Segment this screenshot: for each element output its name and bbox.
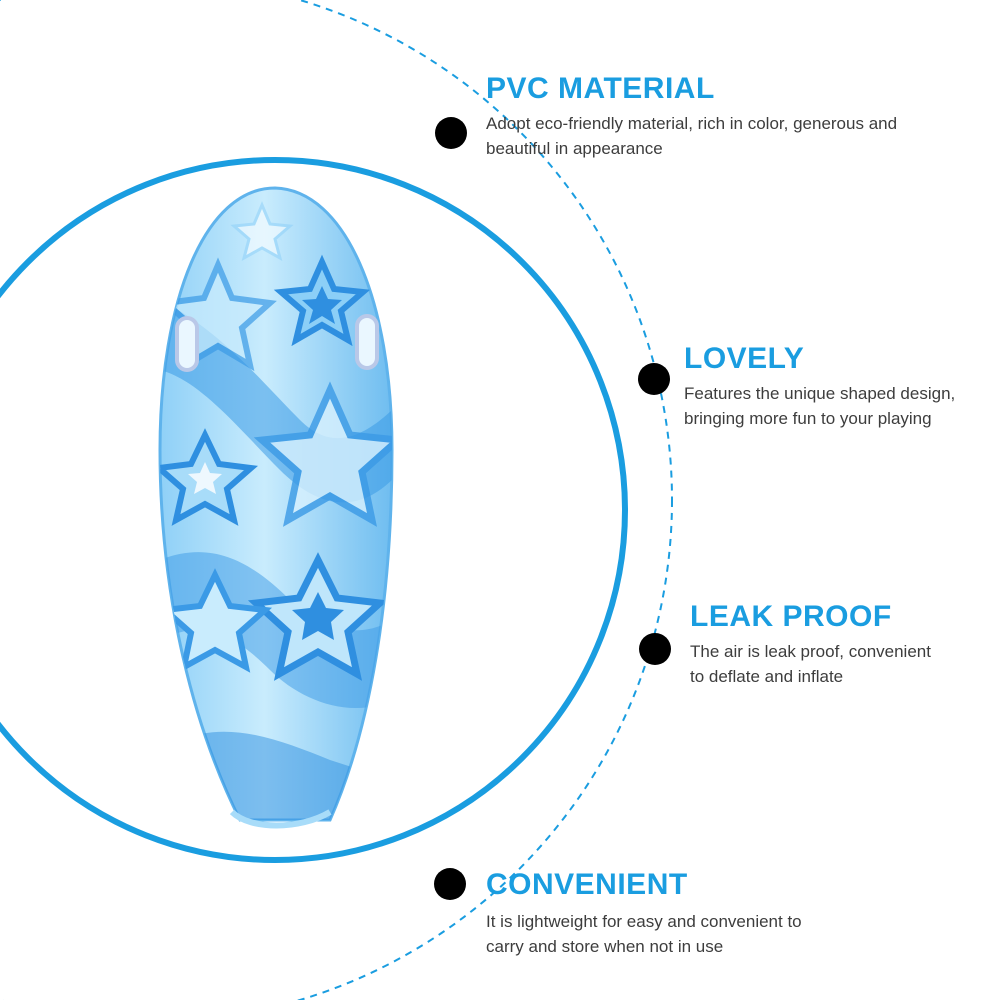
right-handle-icon — [355, 314, 379, 370]
feature-description: Adopt eco-friendly material, rich in col… — [486, 114, 898, 158]
feature-title: PVC MATERIAL — [486, 72, 715, 105]
outer-dashed-circle — [0, 0, 673, 1000]
feature-description: It is lightweight for easy and convenien… — [486, 912, 802, 956]
feature-title: LOVELY — [684, 342, 805, 375]
bullet-pvc-material — [435, 117, 467, 149]
feature-convenient: CONVENIENT It is lightweight for easy an… — [486, 867, 906, 959]
bullet-leak-proof — [639, 633, 671, 665]
feature-leak-proof: LEAK PROOF The air is leak proof, conven… — [690, 599, 990, 689]
bullet-convenient — [434, 868, 466, 900]
bullet-lovely — [638, 363, 670, 395]
feature-description: Features the unique shaped design, bring… — [684, 384, 956, 428]
feature-title: CONVENIENT — [486, 868, 688, 901]
feature-title: LEAK PROOF — [690, 600, 892, 633]
left-handle-icon — [175, 316, 199, 372]
inner-solid-circle — [0, 157, 628, 863]
surfboard-icon — [158, 186, 394, 829]
feature-pvc-material: PVC MATERIAL Adopt eco-friendly material… — [486, 71, 966, 161]
feature-description: The air is leak proof, convenient to def… — [690, 642, 931, 686]
feature-lovely: LOVELY Features the unique shaped design… — [684, 341, 996, 431]
